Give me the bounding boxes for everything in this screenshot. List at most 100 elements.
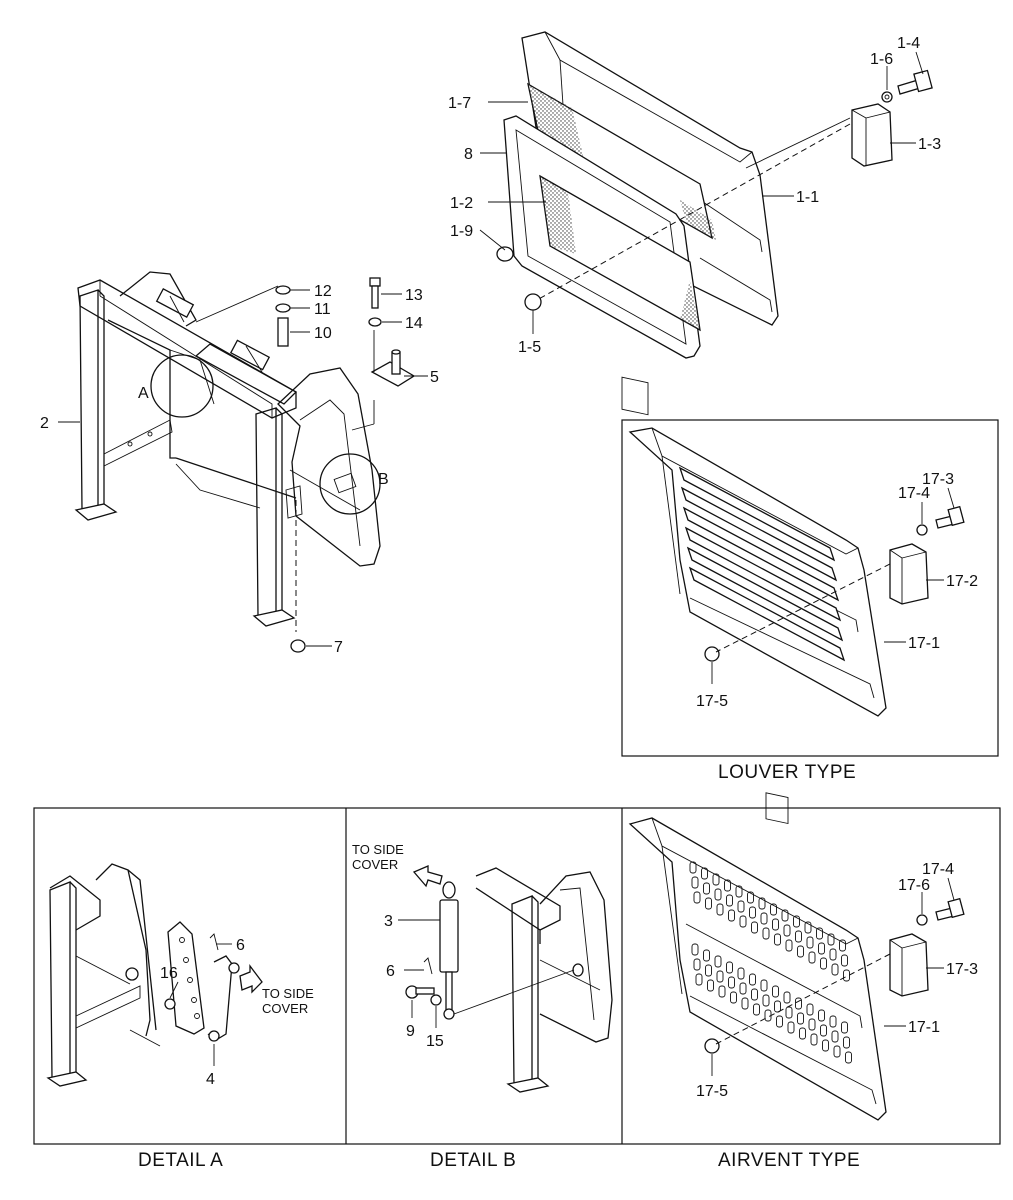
callout-5: 5 <box>430 369 439 386</box>
callout-8: 8 <box>464 146 473 163</box>
callout-17-6: 17-6 <box>898 877 930 894</box>
caption-detail-a: DETAIL A <box>138 1150 223 1171</box>
vent-slot <box>716 903 724 916</box>
callout-2: 2 <box>40 415 49 432</box>
vent-slot <box>760 979 768 992</box>
vent-slot <box>808 951 816 964</box>
louver-type-box <box>621 419 999 757</box>
detail-b-marker: B <box>378 471 389 488</box>
vent-slot <box>810 1033 818 1046</box>
callout-9: 9 <box>406 1023 415 1040</box>
callout-17-4-louver: 17-4 <box>898 485 930 502</box>
callout-3: 3 <box>384 913 393 930</box>
vent-slot <box>728 976 735 989</box>
to-side-cover-note-a: TO SIDE <box>262 986 314 1001</box>
vent-slot <box>751 921 758 934</box>
callout-1-6: 1-6 <box>870 51 893 68</box>
frame-assembly <box>58 271 428 653</box>
vent-slot <box>806 1003 814 1016</box>
vent-slot <box>793 915 800 928</box>
vent-slot <box>701 867 708 880</box>
vent-slot <box>785 1006 793 1019</box>
vent-slot <box>741 997 749 1010</box>
vent-slot <box>695 973 703 986</box>
vent-slot <box>714 955 722 968</box>
vent-slot <box>833 1045 841 1058</box>
vent-slot <box>726 894 733 907</box>
vent-slot <box>703 949 710 962</box>
vent-slot <box>831 1030 839 1043</box>
callout-17-2: 17-2 <box>946 573 978 590</box>
airvent-panel <box>628 817 965 1121</box>
vent-slot <box>839 939 846 952</box>
vent-slot <box>705 897 712 910</box>
callout-10: 10 <box>314 325 332 342</box>
callout-17-1-louver: 17-1 <box>908 635 940 652</box>
vent-slot <box>783 991 791 1004</box>
callout-17-3-airvent: 17-3 <box>946 961 978 978</box>
vent-slot <box>795 930 802 943</box>
vent-slot <box>787 1021 795 1034</box>
vent-slot <box>816 927 823 940</box>
vent-slot <box>770 903 777 916</box>
callout-16: 16 <box>160 965 178 982</box>
vent-slot <box>751 988 758 1001</box>
vent-slot <box>691 943 699 956</box>
callout-4: 4 <box>206 1071 215 1088</box>
vent-slot <box>758 897 766 910</box>
vent-slot <box>804 921 812 934</box>
vent-slot <box>730 991 737 1004</box>
vent-slot <box>797 1012 804 1025</box>
vent-slot <box>783 924 791 937</box>
vent-slot <box>693 891 701 904</box>
vent-slot <box>739 982 747 995</box>
detail-b-drawing <box>398 865 613 1093</box>
vent-slot <box>841 1021 848 1034</box>
callout-1-2: 1-2 <box>450 195 473 212</box>
vent-slot <box>762 927 770 940</box>
vent-slot <box>726 961 733 974</box>
callout-7: 7 <box>334 639 343 656</box>
vent-slot <box>737 967 745 980</box>
vent-slot <box>774 1000 781 1013</box>
to-side-cover-note-b: TO SIDE <box>352 842 404 857</box>
vent-slot <box>843 969 850 982</box>
callout-17-3-louver: 17-3 <box>922 471 954 488</box>
callout-1-7: 1-7 <box>448 95 471 112</box>
vent-slot <box>714 888 722 901</box>
vent-slot <box>818 942 825 955</box>
vent-slot <box>718 985 726 998</box>
vent-slot <box>795 997 802 1010</box>
vent-slot <box>820 1024 827 1037</box>
vent-slot <box>716 970 724 983</box>
callout-12: 12 <box>314 283 332 300</box>
caption-detail-b: DETAIL B <box>430 1150 516 1171</box>
vent-slot <box>760 912 768 925</box>
vent-slot <box>691 876 699 889</box>
callout-17-4-airvent: 17-4 <box>922 861 954 878</box>
vent-slot <box>831 963 839 976</box>
vent-slot <box>785 939 793 952</box>
vent-slot <box>818 1009 825 1022</box>
vent-slot <box>749 973 756 986</box>
callout-15: 15 <box>426 1033 444 1050</box>
vent-slot <box>728 909 735 922</box>
vent-slot <box>739 915 747 928</box>
callout-1-9: 1-9 <box>450 223 473 240</box>
louver-panel <box>628 427 965 825</box>
callout-6-detail-a: 6 <box>236 937 245 954</box>
vent-slot <box>705 964 712 977</box>
vent-slot <box>829 1015 837 1028</box>
vent-slot <box>762 994 770 1007</box>
caption-louver-type: LOUVER TYPE <box>718 762 856 783</box>
detail-a-drawing <box>46 863 263 1087</box>
vent-slot <box>747 891 754 904</box>
callout-1-4: 1-4 <box>897 35 920 52</box>
vent-slot <box>737 900 745 913</box>
callout-14: 14 <box>405 315 423 332</box>
caption-airvent-type: AIRVENT TYPE <box>718 1150 860 1171</box>
callout-1-5: 1-5 <box>518 339 541 356</box>
vent-slot <box>735 885 743 898</box>
detail-a-marker: A <box>138 385 149 402</box>
